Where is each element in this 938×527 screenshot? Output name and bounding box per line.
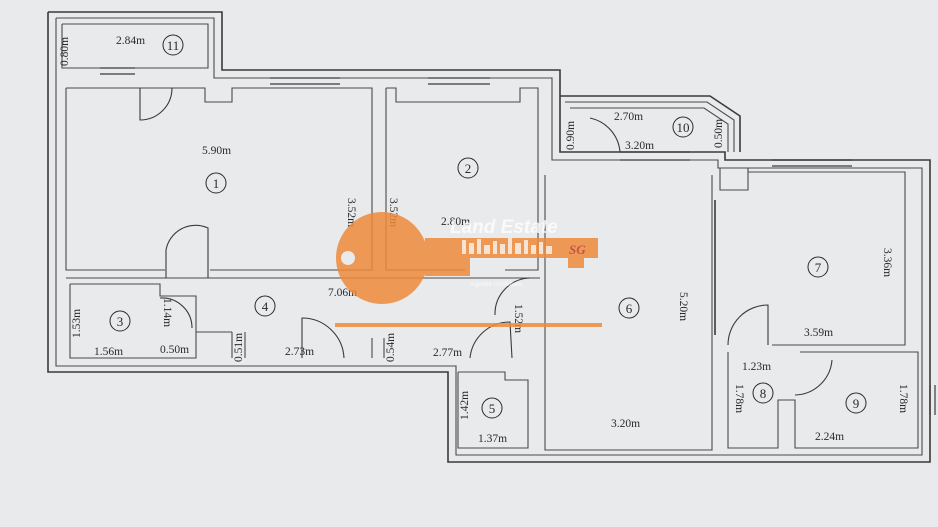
skyline-icon: [462, 238, 552, 254]
room-number-7: 7: [815, 260, 822, 275]
room-8-9-walls: [727, 351, 936, 449]
dim-label: 0.50m: [160, 344, 189, 356]
balcony-11: [61, 23, 209, 75]
dim-label: 1.56m: [94, 346, 123, 358]
dim-label: 3.59m: [804, 327, 833, 339]
dim-label: 0.54m: [385, 333, 397, 362]
dim-label: 1.78m: [733, 384, 745, 413]
room-7-walls: [719, 159, 906, 346]
watermark-brand: Land Estate: [450, 217, 558, 238]
room-1-walls: [65, 77, 373, 271]
dim-label: 1.23m: [742, 361, 771, 373]
dim-label: 2.24m: [815, 431, 844, 443]
room-number-4: 4: [262, 299, 269, 314]
room-6-walls: [544, 117, 716, 451]
dim-label: 3.20m: [611, 418, 640, 430]
dim-label: 0.90m: [565, 121, 577, 150]
room-number-10: 10: [677, 120, 690, 135]
balcony-10: [560, 95, 741, 161]
dim-label: 3.52m: [345, 198, 357, 227]
key-logo-icon: [336, 212, 428, 304]
dim-label: 1.14m: [161, 298, 173, 327]
room-number-8: 8: [760, 386, 767, 401]
dim-label: 1.53m: [71, 309, 83, 338]
dim-label: 5.20m: [677, 292, 689, 321]
room-number-9: 9: [853, 396, 860, 411]
room-number-1: 1: [213, 176, 220, 191]
dim-label: 1.52m: [512, 304, 524, 333]
dim-label: 5.90m: [202, 145, 231, 157]
bath-5-walls: [457, 371, 529, 449]
room-number-6: 6: [626, 301, 633, 316]
dim-label: 3.20m: [625, 140, 654, 152]
dim-label: 2.70m: [614, 111, 643, 123]
room-number-5: 5: [489, 401, 496, 416]
key-shaft-icon: [425, 238, 598, 276]
dim-label: 2.84m: [116, 35, 145, 47]
dim-label: 1.78m: [897, 384, 909, 413]
watermark-monogram: SG: [569, 242, 586, 257]
outer-walls: [47, 11, 931, 463]
dim-label: 1.42m: [459, 391, 471, 420]
room-numbers: 11 1 2 3 4 5 6 7 8 9 10: [109, 34, 867, 419]
dim-label: 0.51m: [233, 333, 245, 362]
dimension-labels: 2.84m 0.80m 5.90m 3.52m 3.52m 2.80m 2.70…: [59, 35, 909, 445]
key-hole-icon: [341, 251, 355, 265]
dim-label: 0.80m: [59, 37, 71, 66]
dim-label: 2.80m: [441, 216, 470, 228]
watermark-underline: [335, 323, 602, 327]
watermark-tagline: Agentie Imobiliara: [470, 281, 522, 288]
room-number-3: 3: [117, 314, 124, 329]
room-number-11: 11: [167, 38, 180, 53]
watermark-logo: Land Estate SG Agentie Imobiliara: [335, 212, 602, 327]
room-number-2: 2: [465, 161, 472, 176]
dim-label: 2.73m: [285, 346, 314, 358]
dim-label: 0.50m: [713, 119, 725, 148]
dim-label: 2.77m: [433, 347, 462, 359]
dim-label: 3.36m: [881, 248, 893, 277]
dim-label: 1.37m: [478, 433, 507, 445]
